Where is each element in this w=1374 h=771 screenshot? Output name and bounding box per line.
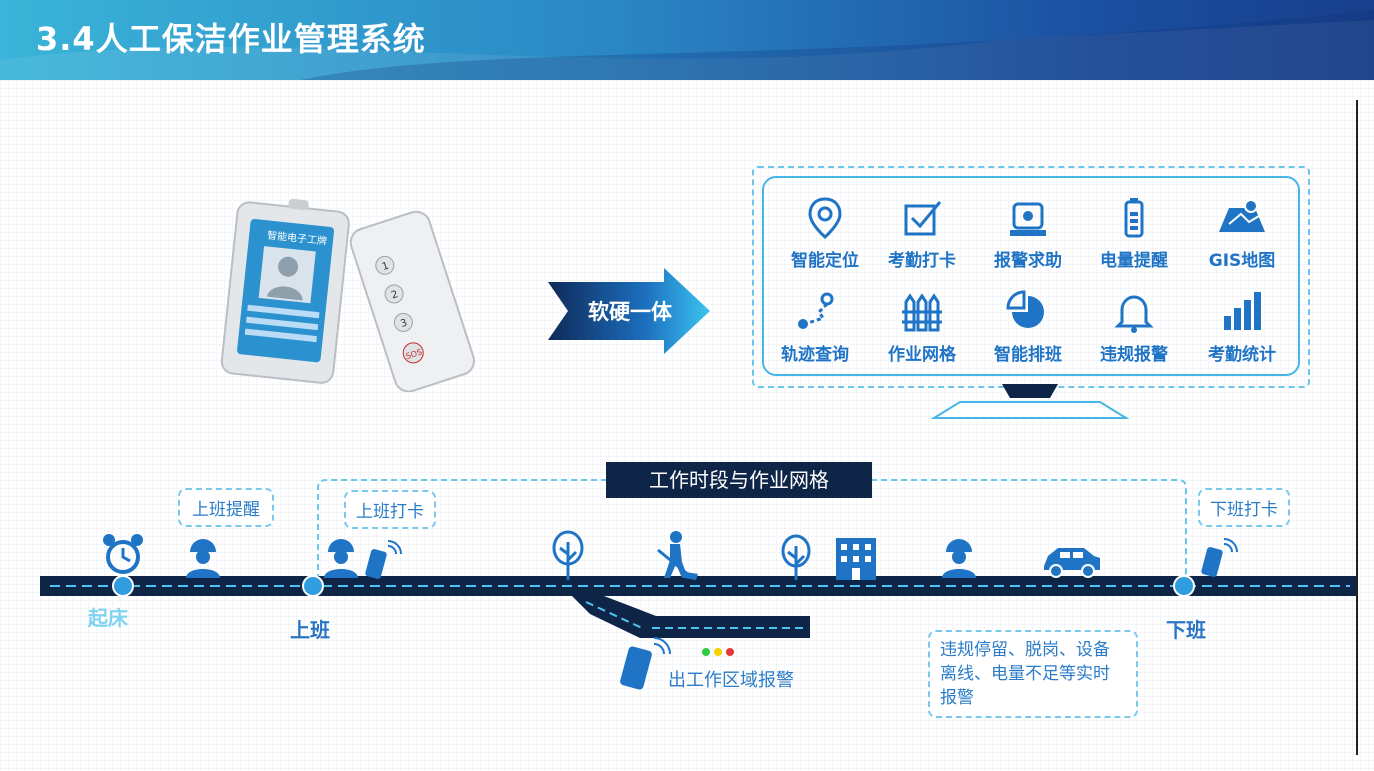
- feature-battery: 电量提醒: [1084, 196, 1184, 271]
- badge-tap-icon: [1201, 538, 1238, 577]
- label-out-of-area-alarm: 出工作区域报警: [668, 670, 794, 691]
- track-route-icon: [798, 292, 834, 329]
- worker-icon: [942, 539, 976, 578]
- feature-label: 智能排班: [994, 345, 1062, 365]
- device-button-1: 1: [381, 261, 390, 273]
- bar-chart-icon: [1224, 292, 1261, 330]
- label-wake-up: 起床: [88, 606, 128, 630]
- timeline-graphic: [40, 479, 1356, 656]
- integration-arrow: [548, 268, 710, 354]
- bubble-work-reminder: 上班提醒: [178, 488, 274, 527]
- label-end-work: 下班: [1166, 618, 1206, 642]
- feature-work-grid: 作业网格: [872, 290, 972, 365]
- feature-attendance-stats: 考勤统计: [1192, 290, 1292, 365]
- device-illustration: 智能电子工牌 1 2 3 SOS: [220, 198, 475, 392]
- right-divider: [1356, 100, 1358, 755]
- sweeping-worker-icon: [657, 531, 698, 580]
- feature-alarm-help: 报警求助: [978, 196, 1078, 271]
- feature-label: 违规报警: [1100, 345, 1168, 365]
- bell-icon: [1114, 295, 1154, 333]
- location-pin-icon: [808, 197, 842, 239]
- feature-label: 轨迹查询: [781, 345, 849, 365]
- checkbox-icon: [904, 201, 942, 236]
- car-icon: [1044, 548, 1100, 578]
- bubble-clock-in: 上班打卡: [344, 490, 436, 529]
- bubble-violation: 违规停留、脱岗、设备离线、电量不足等实时报警: [928, 630, 1138, 718]
- integration-label: 软硬一体: [588, 300, 672, 324]
- feature-gis-map: GIS地图: [1192, 196, 1292, 271]
- map-icon: [1219, 199, 1265, 232]
- feature-smart-scheduling: 智能排班: [978, 290, 1078, 365]
- feature-label: 智能定位: [791, 251, 859, 271]
- worker-icon: [186, 539, 220, 578]
- worker-icon: [324, 539, 358, 578]
- tree-icon: [781, 534, 811, 580]
- tree-icon: [552, 530, 584, 580]
- feature-label: 考勤统计: [1208, 345, 1276, 365]
- feature-label: 电量提醒: [1100, 251, 1168, 271]
- header-wave-decoration: [0, 10, 1374, 80]
- alarm-light-icon: [1010, 202, 1046, 236]
- feature-label: 考勤打卡: [888, 251, 956, 271]
- feature-track-query: 轨迹查询: [765, 290, 865, 365]
- feature-label: 报警求助: [994, 251, 1062, 271]
- feature-label: 作业网格: [888, 345, 956, 365]
- monitor-stand: [930, 384, 1130, 419]
- bubble-clock-out: 下班打卡: [1198, 488, 1290, 527]
- page-title: 3.4人工保洁作业管理系统: [36, 20, 426, 58]
- badge-tap-icon: [365, 540, 402, 579]
- feature-violation-alarm: 违规报警: [1084, 290, 1184, 365]
- battery-icon: [1124, 198, 1144, 238]
- label-start-work: 上班: [290, 618, 330, 642]
- header-banner: 3.4人工保洁作业管理系统: [0, 0, 1374, 80]
- feature-panel: [762, 176, 1300, 376]
- section-title: 工作时段与作业网格: [606, 462, 872, 498]
- device-button-3: 3: [399, 318, 408, 330]
- feature-smart-location: 智能定位: [775, 196, 875, 271]
- device-button-2: 2: [390, 289, 399, 301]
- building-icon: [836, 538, 876, 580]
- grid-fence-icon: [902, 293, 942, 332]
- feature-label: GIS地图: [1208, 251, 1276, 271]
- feature-attendance: 考勤打卡: [872, 196, 972, 271]
- badge-tap-icon: [620, 637, 671, 690]
- pie-chart-icon: [1006, 290, 1044, 328]
- alarm-clock-icon: [103, 534, 143, 574]
